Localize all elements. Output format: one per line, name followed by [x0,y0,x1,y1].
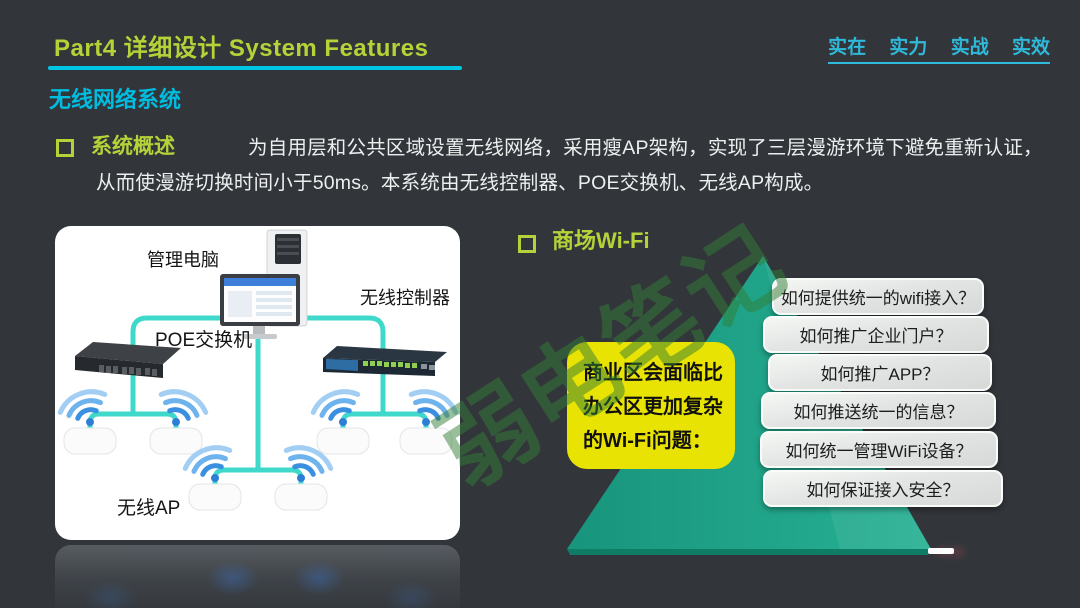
label-poe-switch: POE交换机 [155,330,253,351]
question-banner-2: 如何推广企业门户？ [763,316,989,353]
ap-right-2 [399,389,459,455]
square-bullet-icon [56,139,74,157]
ap-center-2 [274,445,334,511]
label-management-pc: 管理电脑 [147,250,219,270]
question-banner-5: 如何统一管理WiFi设备？ [760,431,998,468]
slogan-text: 实在 实力 实战 实效 [828,32,1050,64]
problem-line: 的Wi-Fi问题： [583,430,712,452]
subtitle: 无线网络系统 [49,87,182,112]
square-bullet-icon [518,235,536,253]
network-diagram-panel: 管理电脑 无线控制器 POE交换机 无线AP [55,226,460,540]
label-wireless-controller: 无线控制器 [360,288,450,308]
problem-line: 商业区会面临比 [583,362,723,384]
question-banner-6: 如何保证接入安全？ [763,470,1003,507]
reflection-wifi-ghost [293,561,345,595]
ap-left-1 [57,389,117,455]
network-diagram-graphic [57,229,459,511]
page-title: Part4 详细设计 System Features [54,35,429,62]
poe-switch-graphic [75,342,181,378]
pyramid-base-bevel [567,549,931,555]
title-underline [48,66,462,70]
reflection-wifi-ghost [85,581,137,608]
problem-line: 办公区更加复杂 [583,396,723,418]
problem-callout-box: 商业区会面临比 办公区更加复杂 的Wi-Fi问题： [567,342,735,469]
base-white-dash [928,548,954,554]
reflection-wifi-ghost [207,561,259,595]
overview-body: 为自用层和公共区域设置无线网络，采用瘦AP架构，实现了三层漫游环境下避免重新认证… [96,137,1043,194]
reflection-wifi-ghost [385,581,437,608]
ap-center-1 [182,445,242,511]
question-banner-1: 如何提供统一的wifi接入？ [772,278,984,315]
label-wireless-ap: 无线AP [117,498,181,519]
management-pc-graphic [220,229,308,339]
question-banner-4: 如何推送统一的信息？ [761,392,996,429]
ap-right-1 [310,389,370,455]
wireless-ap-group [57,389,459,511]
panel-reflection [55,545,460,608]
question-banner-3: 如何推广APP？ [768,354,992,391]
wireless-controller-graphic [323,346,447,376]
overview-heading: 系统概述 [91,135,175,158]
ap-left-2 [149,389,209,455]
mall-wifi-heading: 商场Wi-Fi [552,228,650,253]
